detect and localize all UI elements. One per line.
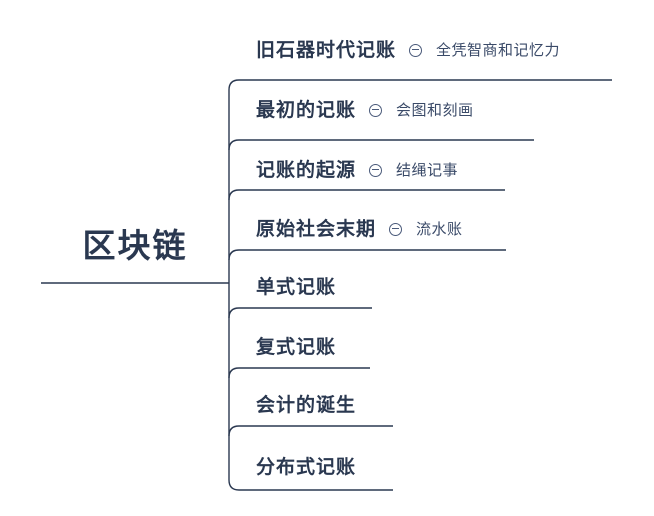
branch-label-5: 单式记账 xyxy=(256,276,337,298)
branch-node-4[interactable]: 原始社会末期 流水账 xyxy=(256,212,463,246)
branch-connector-4 xyxy=(228,249,506,261)
branch-connector-3 xyxy=(228,189,505,201)
branch-node-2[interactable]: 最初的记账 会图和刻画 xyxy=(256,93,474,127)
branch-connector-7 xyxy=(228,425,393,437)
branch-label-8: 分布式记账 xyxy=(256,456,357,478)
minus-circle-icon[interactable] xyxy=(389,222,403,236)
branch-label-7: 会计的诞生 xyxy=(256,394,357,416)
minus-circle-icon[interactable] xyxy=(369,163,383,177)
branch-node-3[interactable]: 记账的起源 结绳记事 xyxy=(256,153,458,187)
branch-label-2: 最初的记账 xyxy=(256,99,357,121)
branch-sublabel-2: 会图和刻画 xyxy=(396,101,474,119)
branch-label-3: 记账的起源 xyxy=(256,159,357,181)
branch-node-1[interactable]: 旧石器时代记账 全凭智商和记忆力 xyxy=(256,33,560,67)
branch-label-4: 原始社会末期 xyxy=(256,218,377,240)
minus-circle-icon[interactable] xyxy=(409,43,423,57)
branch-node-6[interactable]: 复式记账 xyxy=(256,330,336,364)
root-node[interactable]: 区块链 xyxy=(40,215,230,275)
branch-sublabel-3: 结绳记事 xyxy=(396,161,459,179)
branch-node-7[interactable]: 会计的诞生 xyxy=(256,388,356,422)
branch-sublabel-1: 全凭智商和记忆力 xyxy=(436,41,561,59)
root-node-label: 区块链 xyxy=(82,225,188,265)
branch-connector-6 xyxy=(228,367,370,379)
branch-label-1: 旧石器时代记账 xyxy=(256,39,397,61)
branch-label-6: 复式记账 xyxy=(256,336,337,358)
branch-node-5[interactable]: 单式记账 xyxy=(256,270,336,304)
branch-sublabel-4: 流水账 xyxy=(416,220,463,238)
branch-node-8[interactable]: 分布式记账 xyxy=(256,450,356,484)
minus-circle-icon[interactable] xyxy=(369,103,383,117)
branch-connector-2 xyxy=(228,139,534,151)
branch-connector-5 xyxy=(228,307,372,319)
